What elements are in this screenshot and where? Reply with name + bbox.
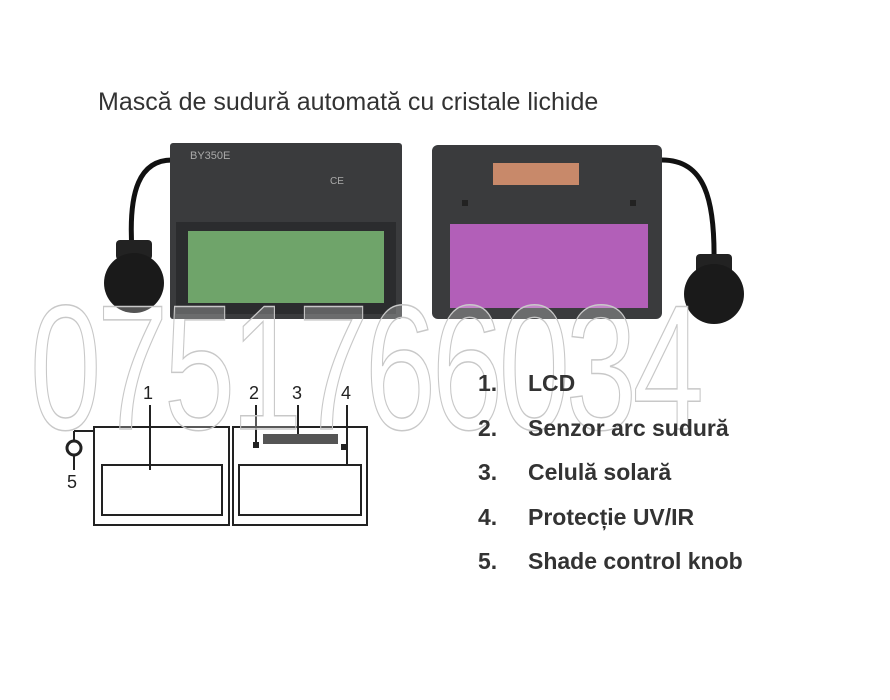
front-lcd — [188, 231, 384, 303]
solar-cell — [493, 163, 579, 185]
shade-knob-left — [104, 253, 164, 313]
legend-text: Senzor arc sudură — [528, 414, 729, 441]
cable-left — [128, 157, 173, 251]
legend-item: 3. Celulă solară — [478, 459, 743, 504]
phone-watermark: 0751766034 — [29, 267, 704, 468]
legend-number: 4. — [478, 503, 498, 530]
cable-right — [661, 157, 717, 263]
legend-item: 1. LCD — [478, 370, 743, 415]
legend-item: 2. Senzor arc sudură — [478, 415, 743, 460]
diagram-label-4: 4 — [341, 383, 352, 403]
legend-text: Protecție UV/IR — [528, 503, 695, 530]
diagram-label-3: 3 — [292, 383, 303, 403]
legend-number: 3. — [478, 459, 498, 485]
component-legend: 1. LCD 2. Senzor arc sudură 3. Celulă solar… — [478, 370, 743, 593]
legend-item: 4. Protecție UV/IR — [478, 504, 743, 549]
legend-text: Shade control knob — [528, 548, 743, 574]
legend-text: Celulă solară — [528, 459, 672, 485]
legend-number: 1. — [478, 370, 498, 396]
legend-item: 5. Shade control knob — [478, 548, 743, 593]
page-title: Mască de sudură automată cu cristale lic… — [98, 88, 599, 116]
legend-number: 5. — [478, 548, 498, 574]
shade-knob-right — [684, 264, 744, 324]
diagram-solar-cell — [263, 434, 338, 444]
schematic-diagram — [65, 405, 368, 526]
legend-number: 2. — [478, 414, 498, 441]
legend-text: LCD — [528, 370, 576, 396]
ce-mark: CE — [330, 176, 344, 187]
model-label: BY350E — [190, 150, 231, 162]
diagram-label-2: 2 — [249, 383, 260, 403]
diagram-label-1: 1 — [143, 383, 154, 403]
diagram-label-5: 5 — [67, 472, 78, 492]
back-lcd — [450, 224, 648, 308]
